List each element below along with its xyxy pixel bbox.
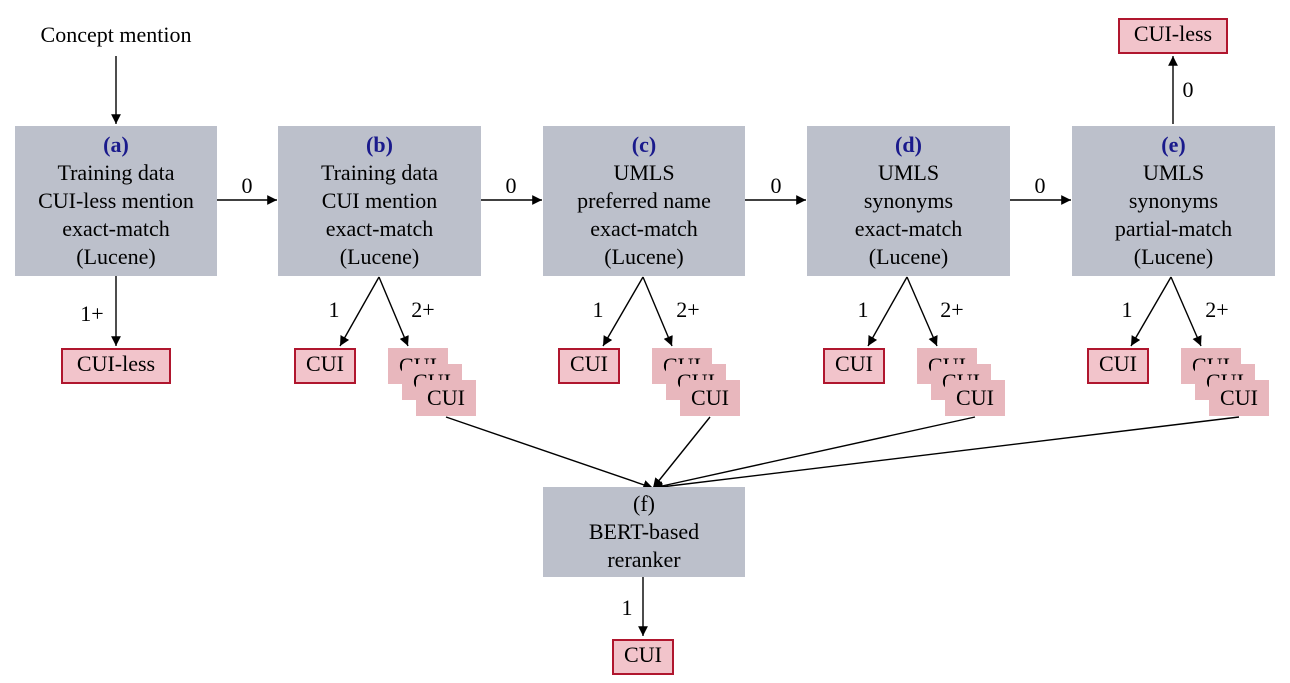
- arrow-b-cui: [339, 276, 380, 347]
- stage-a-line-3: exact-match: [62, 216, 170, 241]
- arrow-stack-e-f: [652, 416, 1240, 492]
- candidate-stack-c: CUI CUI CUI: [652, 348, 742, 420]
- stage-e-line-3: partial-match: [1114, 216, 1233, 241]
- stage-c-line-3: exact-match: [590, 216, 698, 241]
- stage-b-tag: (b): [366, 132, 393, 157]
- arrow-c-cui: [602, 276, 644, 347]
- arrow-stack-d-f: [652, 416, 976, 491]
- stage-a-line-4: (Lucene): [76, 244, 156, 269]
- output-cuiless-top: CUI-less: [1118, 18, 1228, 54]
- stage-d-line-1: UMLS: [877, 160, 940, 185]
- edge-label-d-e: 0: [1034, 173, 1046, 198]
- candidate-card: CUI: [945, 380, 1005, 416]
- stage-c-line-1: UMLS: [613, 160, 675, 185]
- stage-b-line-2: CUI mention: [321, 188, 438, 213]
- stage-d-tag: (d): [895, 132, 922, 157]
- edge-label-c-two: 2+: [676, 297, 700, 322]
- candidate-card: CUI: [1209, 380, 1269, 416]
- edge-label-a-down: 1+: [80, 301, 104, 326]
- arrow-e-multi: [1170, 276, 1202, 347]
- output-cui-b: CUI: [294, 348, 356, 384]
- arrow-c-multi: [642, 276, 673, 347]
- stage-e-box: (e) UMLS synonyms partial-match (Lucene): [1072, 126, 1275, 276]
- edge-label-d-two: 2+: [940, 297, 964, 322]
- output-cui-final: CUI: [612, 639, 674, 675]
- input-label: Concept mention: [40, 22, 192, 47]
- arrow-e-cui: [1130, 276, 1172, 347]
- stage-a-line-2: CUI-less mention: [38, 188, 194, 213]
- edge-label-b-two: 2+: [411, 297, 435, 322]
- output-cui-d: CUI: [823, 348, 885, 384]
- stage-f-line-2: reranker: [607, 547, 681, 572]
- edge-label-c-one: 1: [592, 297, 604, 322]
- stage-e-line-1: UMLS: [1142, 160, 1205, 185]
- edge-label-e-up: 0: [1182, 77, 1194, 102]
- stage-a-box: (a) Training data CUI-less mention exact…: [15, 126, 217, 276]
- stage-f-box: (f) BERT-based reranker: [543, 487, 745, 577]
- arrow-stack-b-f: [445, 416, 654, 490]
- stage-c-line-4: (Lucene): [604, 244, 684, 269]
- arrow-stack-c-f: [652, 416, 711, 489]
- stage-a-tag: (a): [103, 132, 129, 157]
- edge-label-b-one: 1: [328, 297, 340, 322]
- candidate-stack-e: CUI CUI CUI: [1181, 348, 1271, 420]
- stage-b-line-1: Training data: [320, 160, 439, 185]
- stage-c-tag: (c): [631, 132, 657, 157]
- output-cui-e: CUI: [1087, 348, 1149, 384]
- stage-e-line-4: (Lucene): [1133, 244, 1214, 269]
- output-cui-c: CUI: [558, 348, 620, 384]
- stage-e-line-2: synonyms: [1128, 188, 1219, 213]
- stage-b-box: (b) Training data CUI mention exact-matc…: [278, 126, 481, 276]
- candidate-stack-d: CUI CUI CUI: [917, 348, 1007, 420]
- stage-a-line-1: Training data: [57, 160, 175, 185]
- arrow-b-multi: [378, 276, 409, 347]
- stage-b-line-3: exact-match: [325, 216, 434, 241]
- edge-label-e-one: 1: [1121, 297, 1133, 322]
- stage-f-tag: (f): [633, 491, 655, 516]
- edge-label-c-d: 0: [770, 173, 782, 198]
- stage-d-line-2: synonyms: [863, 188, 954, 213]
- edge-label-b-c: 0: [505, 173, 517, 198]
- stage-c-box: (c) UMLS preferred name exact-match (Luc…: [543, 126, 745, 276]
- edge-label-d-one: 1: [857, 297, 869, 322]
- candidate-card: CUI: [416, 380, 476, 416]
- edge-label-a-b: 0: [241, 173, 253, 198]
- edge-label-f-one: 1: [621, 595, 633, 620]
- arrow-d-cui: [867, 276, 908, 347]
- stage-d-line-3: exact-match: [854, 216, 963, 241]
- candidate-stack-b: CUI CUI CUI: [388, 348, 478, 420]
- stage-c-line-2: preferred name: [577, 188, 711, 213]
- stage-e-tag: (e): [1161, 132, 1186, 157]
- edge-label-e-two: 2+: [1205, 297, 1229, 322]
- candidate-card: CUI: [680, 380, 740, 416]
- stage-d-line-4: (Lucene): [868, 244, 949, 269]
- stage-f-line-1: BERT-based: [588, 519, 700, 544]
- stage-d-box: (d) UMLS synonyms exact-match (Lucene): [807, 126, 1010, 276]
- output-cuiless-a: CUI-less: [61, 348, 171, 384]
- arrow-d-multi: [906, 276, 938, 347]
- stage-b-line-4: (Lucene): [339, 244, 420, 269]
